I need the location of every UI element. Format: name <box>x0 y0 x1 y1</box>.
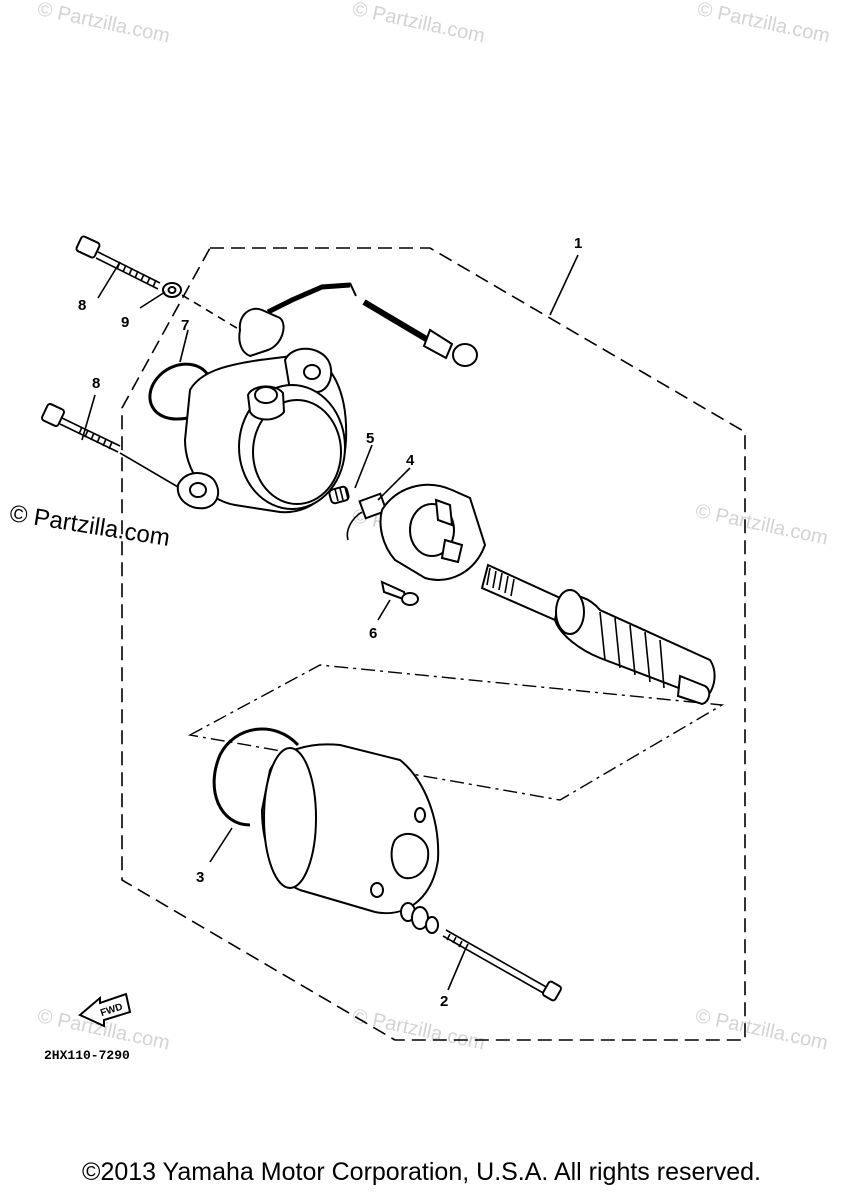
bolt-middle <box>41 403 121 453</box>
callout-7: 7 <box>181 317 189 334</box>
o-ring-rear <box>212 727 300 827</box>
callout-8-middle: 8 <box>92 375 100 392</box>
brush-spring <box>328 485 350 505</box>
callout-3: 3 <box>196 869 204 886</box>
brush-holder-plate <box>379 483 487 581</box>
washer-9 <box>162 282 182 298</box>
copyright-notice: ©2013 Yamaha Motor Corporation, U.S.A. A… <box>82 1158 761 1186</box>
callout-9: 9 <box>121 314 129 331</box>
brush <box>346 492 388 541</box>
screw-6 <box>380 580 419 606</box>
front-cover <box>176 347 348 514</box>
callout-1: 1 <box>574 235 582 252</box>
fwd-arrow-icon: FWD <box>78 992 132 1028</box>
callout-6: 6 <box>369 625 377 642</box>
lead-wire <box>238 282 357 358</box>
terminal-lead <box>362 299 478 367</box>
motor-yoke <box>260 743 440 915</box>
diagram-code: 2HX110-7290 <box>44 1048 130 1063</box>
callout-2: 2 <box>440 993 448 1010</box>
callout-4: 4 <box>406 452 415 469</box>
through-bolt <box>442 929 562 1002</box>
callout-8-top: 8 <box>78 297 86 314</box>
bolt-top <box>75 235 161 290</box>
exploded-plane <box>187 664 725 801</box>
armature <box>480 563 716 706</box>
callout-5: 5 <box>366 430 374 447</box>
assembly-boundary <box>121 247 746 1041</box>
thrust-washers <box>400 902 439 934</box>
o-ring-front <box>148 362 212 421</box>
